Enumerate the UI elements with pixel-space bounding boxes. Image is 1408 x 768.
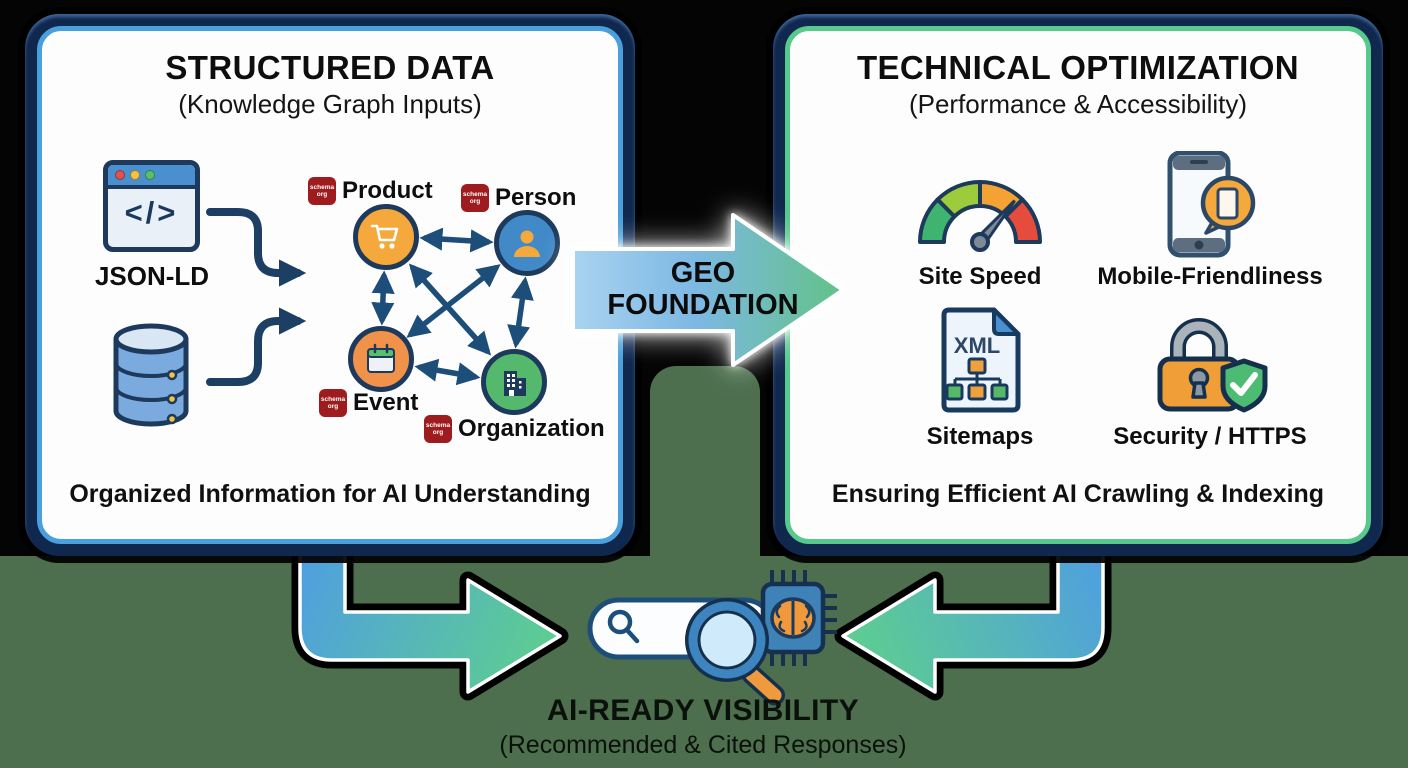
geo-line2: FOUNDATION — [607, 288, 799, 321]
geo-line1: GEO — [670, 257, 736, 289]
sitemaps-label: Sitemaps — [926, 423, 1034, 450]
shopping-cart-icon — [370, 224, 399, 249]
structured-data-panel-frame: STRUCTURED DATA (Knowledge Graph Inputs) — [25, 14, 635, 556]
organization-node — [481, 349, 547, 415]
xml-sitemap-icon: XML — [941, 307, 1021, 413]
schema-badge-organization: schema org — [424, 415, 452, 443]
red-dot — [115, 170, 125, 180]
person-icon — [514, 230, 540, 257]
technical-optimization-panel: TECHNICAL OPTIMIZATION (Performance & Ac… — [785, 26, 1371, 544]
center-gap-background — [650, 366, 760, 558]
speed-gauge-icon — [918, 180, 1042, 252]
geo-foundation-label: GEO FOUNDATION — [575, 257, 831, 322]
xml-text: XML — [954, 333, 1000, 358]
person-label: Person — [495, 184, 577, 211]
jsonld-label: JSON-LD — [94, 261, 210, 291]
yellow-dot — [130, 170, 140, 180]
smartphone-chat-icon — [1167, 151, 1256, 258]
schema-badge-product: schema org — [308, 177, 336, 205]
search-bar — [587, 597, 776, 660]
green-dot — [145, 170, 155, 180]
person-node — [494, 210, 560, 276]
schema-badge-person: schema org — [461, 184, 489, 212]
left-panel-caption: Organized Information for AI Understandi… — [69, 480, 591, 508]
structured-data-panel: STRUCTURED DATA (Knowledge Graph Inputs) — [37, 26, 623, 544]
code-glyph: </> — [124, 195, 179, 230]
left-panel-title: STRUCTURED DATA — [165, 49, 495, 86]
right-panel-subtitle: (Performance & Accessibility) — [908, 89, 1248, 119]
right-panel-title: TECHNICAL OPTIMIZATION — [856, 49, 1300, 86]
building-icon — [504, 371, 526, 396]
search-icon — [607, 609, 640, 644]
bottom-subtitle: (Recommended & Cited Responses) — [499, 731, 907, 759]
site-speed-label: Site Speed — [918, 263, 1042, 290]
magnifier-icon — [685, 598, 786, 706]
jsonld-code-icon: </> — [103, 160, 200, 252]
calendar-icon — [367, 343, 395, 373]
mobile-friendliness-label: Mobile-Friendliness — [1097, 263, 1323, 290]
product-label: Product — [342, 177, 433, 204]
left-panel-subtitle: (Knowledge Graph Inputs) — [178, 89, 482, 119]
security-https-label: Security / HTTPS — [1113, 423, 1307, 450]
product-node — [353, 204, 419, 270]
event-label: Event — [353, 389, 419, 416]
ai-ready-visibility-block: AI-READY VISIBILITY (Recommended & Cited… — [453, 694, 953, 760]
brain-icon — [770, 597, 816, 639]
ai-chip-icon — [760, 570, 837, 666]
event-node — [348, 326, 414, 392]
organization-label: Organization — [458, 415, 605, 442]
database-icon — [113, 323, 189, 427]
database-to-graph-arrow — [206, 307, 307, 386]
right-panel-caption: Ensuring Efficient AI Crawling & Indexin… — [831, 480, 1325, 508]
technical-optimization-panel-frame: TECHNICAL OPTIMIZATION (Performance & Ac… — [773, 14, 1383, 556]
padlock-shield-icon — [1157, 318, 1268, 413]
browser-titlebar — [108, 165, 195, 189]
schema-badge-event: schema org — [319, 389, 347, 417]
bottom-title: AI-READY VISIBILITY — [546, 694, 860, 727]
